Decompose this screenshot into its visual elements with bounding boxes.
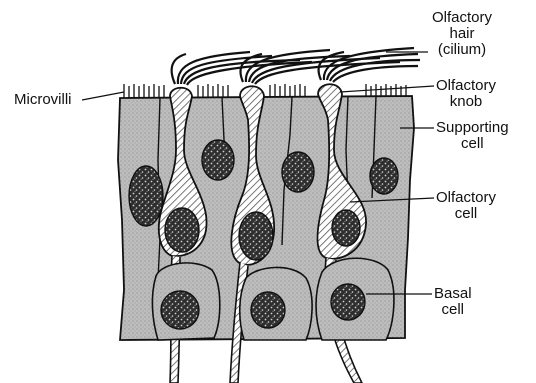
label-olfactory-knob: Olfactory knob [436,78,496,110]
label-olfactory-hair-line2: hair [432,26,492,42]
label-basal-cell-line1: Basal [434,286,472,302]
label-olfactory-knob-line2: knob [436,94,496,110]
basal-cells [152,258,394,340]
label-supporting-cell-line1: Supporting [436,120,509,136]
label-olfactory-hair-line3: (cilium) [432,42,492,58]
label-olfactory-knob-line1: Olfactory [436,78,496,94]
label-olfactory-cell-line2: cell [436,206,496,222]
label-olfactory-cell-line1: Olfactory [436,190,496,206]
label-olfactory-hair: Olfactory hair (cilium) [432,10,492,58]
leader-olfactory-knob [340,86,434,92]
label-microvilli: Microvilli [14,92,72,108]
olfactory-cilia [172,48,420,85]
label-olfactory-cell: Olfactory cell [436,190,496,222]
label-supporting-cell: Supporting cell [436,120,509,152]
label-supporting-cell-line2: cell [436,136,509,152]
label-basal-cell: Basal cell [434,286,472,318]
label-olfactory-hair-line1: Olfactory [432,10,492,26]
leader-microvilli [82,92,124,100]
label-basal-cell-line2: cell [434,302,472,318]
